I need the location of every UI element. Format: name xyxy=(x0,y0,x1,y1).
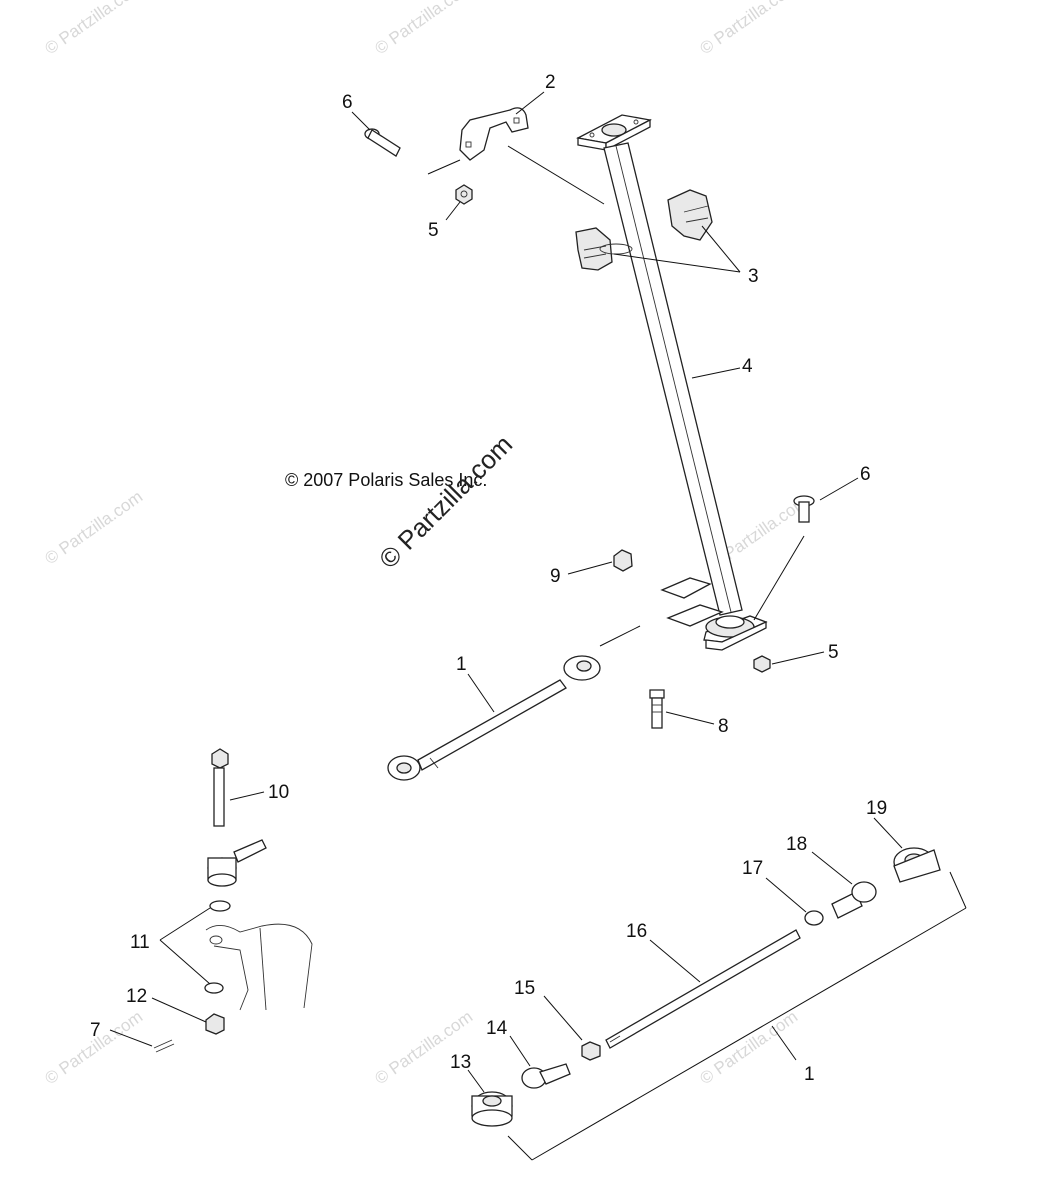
watermark-main: © Partzilla.com xyxy=(373,429,518,574)
watermark-tile: © Partzilla.com xyxy=(371,1007,476,1088)
callout-6-right: 6 xyxy=(860,464,871,485)
bushings xyxy=(575,189,713,271)
watermark-tile: © Partzilla.com xyxy=(41,0,146,58)
leader-lines xyxy=(109,91,967,1161)
callout-15: 15 xyxy=(514,978,535,999)
callout-5-right: 5 xyxy=(828,642,839,663)
steering-post xyxy=(576,114,768,651)
bolt-8 xyxy=(649,689,665,729)
copyright-text: © 2007 Polaris Sales Inc. xyxy=(285,470,487,490)
bolt-10 xyxy=(211,748,229,827)
callout-13: 13 xyxy=(450,1052,471,1073)
nut-9 xyxy=(613,549,633,572)
callout-19: 19 xyxy=(866,798,887,819)
callout-18: 18 xyxy=(786,834,807,855)
callout-numbers: 2 6 5 3 4 6 9 5 1 8 10 19 18 17 16 11 15… xyxy=(90,72,887,1085)
watermark-tile: © Partzilla.com xyxy=(41,487,146,568)
callout-12: 12 xyxy=(126,986,147,1007)
bolt-top xyxy=(364,128,401,157)
clamp xyxy=(459,107,529,161)
callout-2: 2 xyxy=(545,72,556,93)
bolt-right xyxy=(793,495,815,523)
watermark-tile: © Partzilla.com xyxy=(371,0,476,58)
callout-14: 14 xyxy=(486,1018,508,1039)
nut-right xyxy=(753,655,771,673)
watermark-tile: © Partzilla.com xyxy=(696,1007,801,1088)
callout-17: 17 xyxy=(742,858,763,879)
knuckle-assembly xyxy=(204,839,313,1011)
callout-1-lower: 1 xyxy=(804,1064,815,1085)
callout-1-upper: 1 xyxy=(456,654,467,675)
callout-16: 16 xyxy=(626,921,647,942)
nut-top xyxy=(455,184,473,205)
nut-12 xyxy=(205,1013,225,1035)
tie-rod-lower xyxy=(471,847,941,1127)
callout-9: 9 xyxy=(550,566,561,587)
cotter-pin xyxy=(153,1039,175,1053)
callout-6-top: 6 xyxy=(342,92,353,113)
callout-5-top: 5 xyxy=(428,220,439,241)
callout-8: 8 xyxy=(718,716,729,737)
tie-rod-upper xyxy=(387,655,601,781)
callout-11: 11 xyxy=(130,932,150,953)
watermark-tiles: © Partzilla.com © Partzilla.com © Partzi… xyxy=(41,0,811,1088)
callout-10: 10 xyxy=(268,782,289,803)
watermark-tile: © Partzilla.com xyxy=(696,0,801,58)
callout-4: 4 xyxy=(742,356,753,377)
callout-3: 3 xyxy=(748,266,759,287)
callout-7: 7 xyxy=(90,1020,101,1041)
